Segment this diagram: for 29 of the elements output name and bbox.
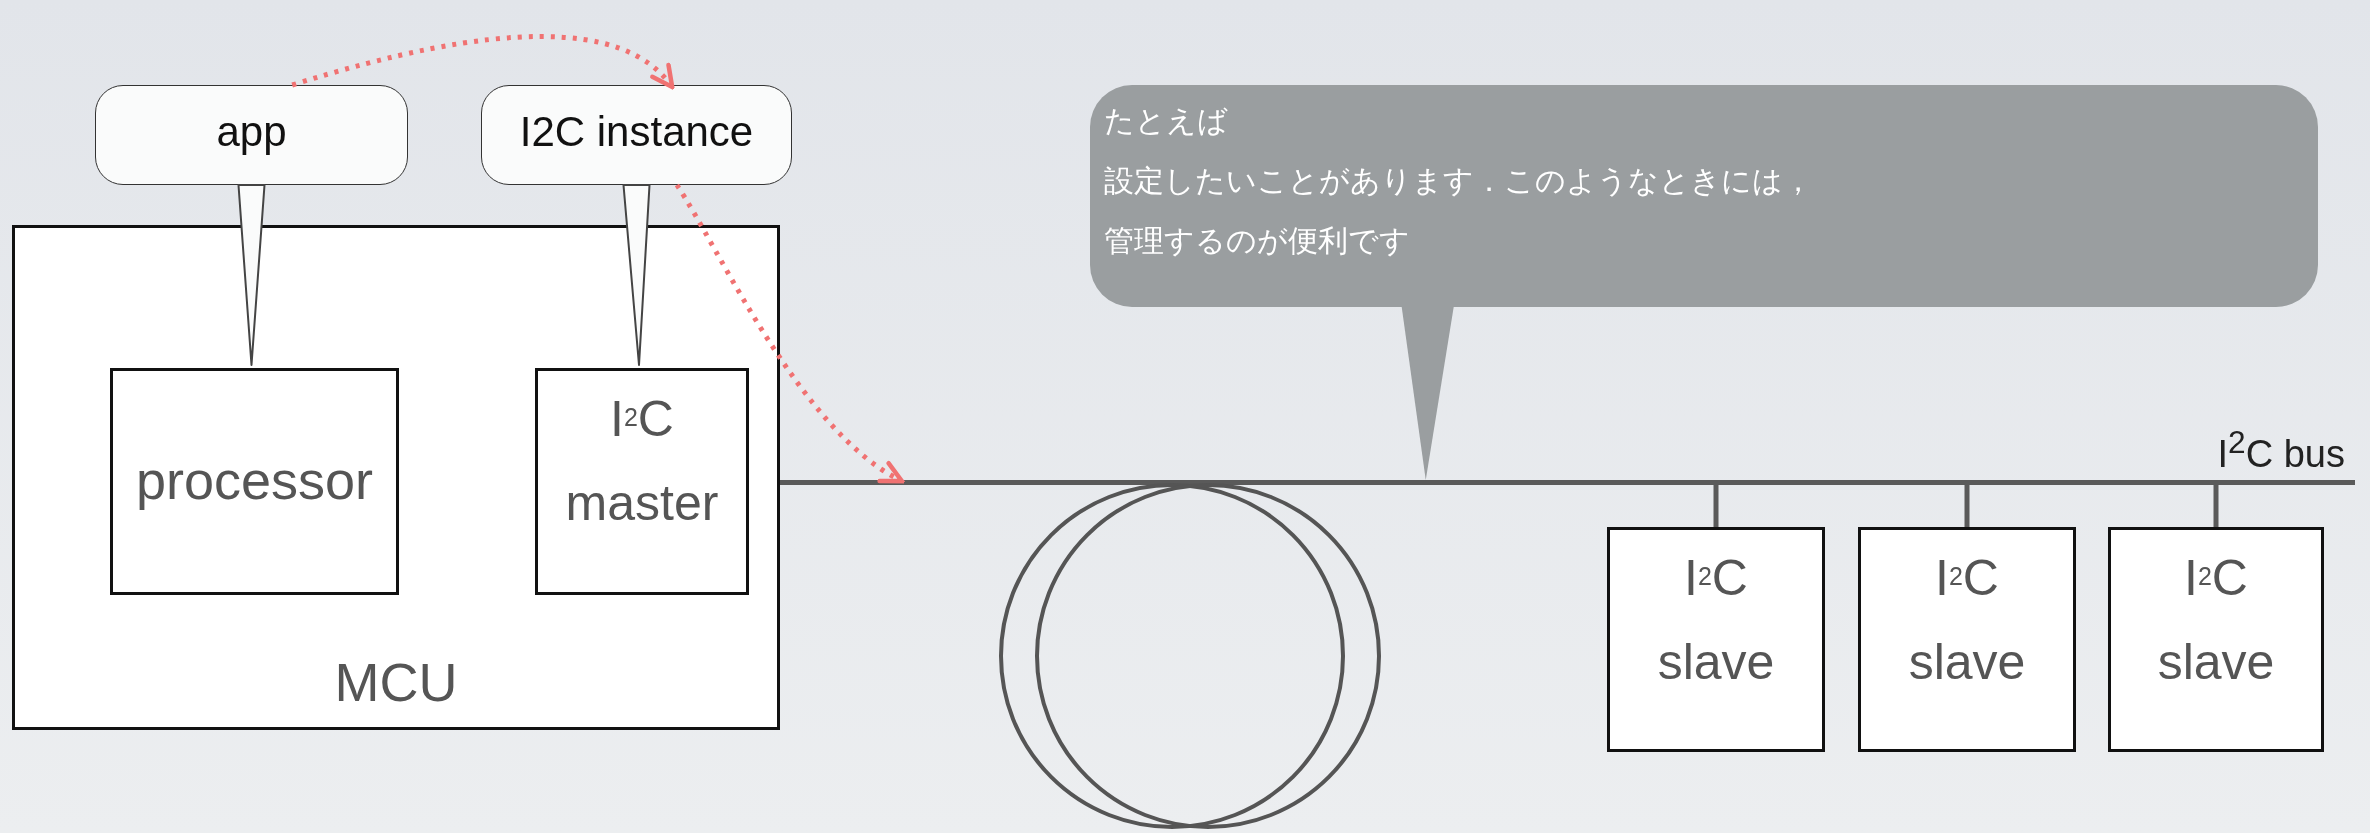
bus-label: I$^{2}$C bus	[2217, 424, 2345, 476]
slave-box	[1858, 527, 2076, 752]
box-label: I2C instance	[518, 108, 755, 156]
master-box	[535, 368, 749, 595]
box-label: I$^{2}$C slave	[2156, 549, 2276, 692]
connector-line	[1964, 485, 1970, 527]
callout-text: たとえば	[1104, 103, 1228, 139]
box-label: app	[215, 108, 288, 156]
box-label: I$^{2}$C slave	[1907, 549, 2027, 692]
processor-box	[110, 368, 399, 595]
speech-bubble	[1090, 85, 2318, 307]
box-label: MCU	[333, 651, 459, 713]
speech-bubble	[95, 85, 408, 185]
mcu-box	[12, 225, 780, 730]
connector-line	[2213, 485, 2219, 527]
box-label: I$^{2}$C master	[564, 390, 720, 533]
callout-pointer	[1401, 307, 1454, 480]
speech-bubble	[481, 85, 792, 185]
callout-text: 設定したいことがあります．このようなときには，	[1104, 163, 1813, 199]
arrow	[674, 183, 905, 484]
callout-pointer	[622, 184, 651, 366]
arrow	[291, 34, 675, 90]
box-label: processor	[134, 449, 375, 511]
callout-pointer	[237, 184, 266, 366]
callout-text: 管理するのが便利です	[1104, 223, 1410, 259]
slave-box	[1607, 527, 1825, 752]
connector-line	[1713, 485, 1719, 527]
box-label: I$^{2}$C slave	[1656, 549, 1776, 692]
slave-box	[2108, 527, 2324, 752]
